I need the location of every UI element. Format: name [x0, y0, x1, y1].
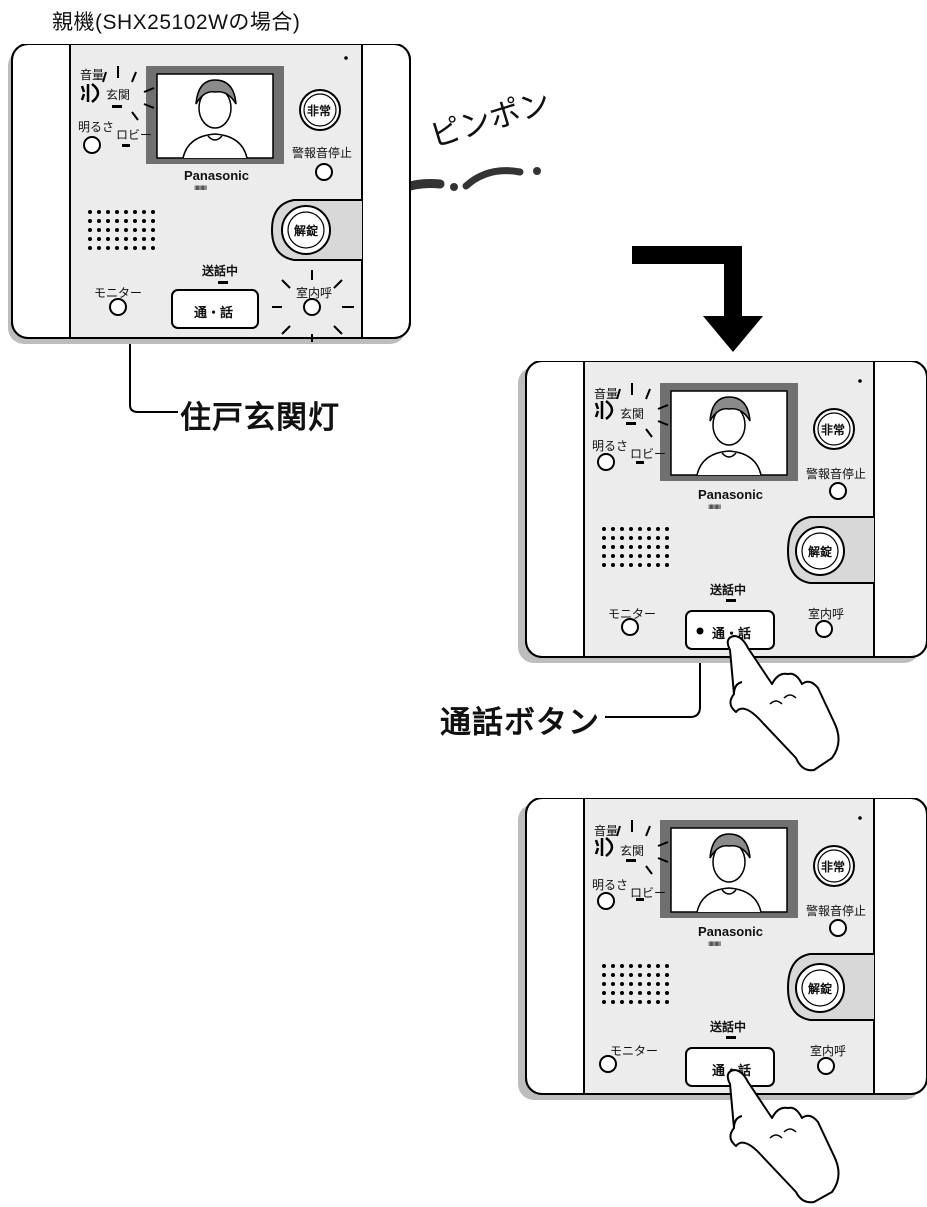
- brand-logo: Panasonic: [184, 168, 250, 183]
- entrance-label: 玄関: [620, 407, 645, 421]
- emergency-button: [299, 89, 341, 131]
- unlock-label: 解錠: [808, 982, 833, 996]
- room-call-burst: [272, 270, 354, 342]
- talk-button-label[interactable]: 通・話: [194, 305, 234, 320]
- sound-dot-2: [533, 167, 541, 175]
- pointing-hand-icon: [726, 1069, 840, 1204]
- speaker-volume-icon: [594, 400, 614, 420]
- speaker-grille: [88, 210, 155, 250]
- entrance-label: 玄関: [620, 844, 645, 858]
- talking-label: 送話中: [710, 1020, 747, 1034]
- dotted-indicator: ıııııııııı: [708, 502, 721, 511]
- volume-label: 音量: [80, 68, 105, 82]
- room-call-label: 室内呼: [808, 607, 845, 621]
- dotted-indicator: ıııııııııı: [708, 939, 721, 948]
- emergency-button: [813, 845, 855, 887]
- monitor-label: モニター: [608, 607, 657, 621]
- woman-face-icon: [182, 79, 248, 159]
- volume-label: 音量: [594, 387, 619, 401]
- volume-label: 音量: [594, 824, 619, 838]
- brightness-label: 明るさ: [592, 878, 629, 892]
- pointing-hand-icon: [726, 635, 840, 772]
- speaker-volume-icon: [80, 83, 100, 103]
- monitor-label: モニター: [94, 286, 143, 300]
- monitor-knob: [109, 298, 127, 316]
- brightness-label: 明るさ: [78, 120, 115, 134]
- intercom-panel-3: 音量 玄関 明るさ ロビー Panasonic ıııııııııı 非常 警報…: [518, 798, 927, 1102]
- lobby-label: ロビー: [630, 447, 667, 461]
- alarm-stop-knob: [315, 163, 333, 181]
- entrance-label: 玄関: [106, 88, 131, 102]
- room-call-label: 室内呼: [296, 286, 333, 300]
- room-call-knob: [815, 620, 833, 638]
- emergency-label: 非常: [821, 423, 846, 437]
- room-call-knob: [817, 1057, 835, 1075]
- brightness-label: 明るさ: [592, 439, 629, 453]
- talking-label: 送話中: [202, 264, 239, 278]
- unlock-label: 解錠: [294, 224, 319, 238]
- lobby-label: ロビー: [630, 886, 667, 900]
- room-call-label: 室内呼: [810, 1044, 847, 1058]
- speaker-grille: [602, 964, 669, 1004]
- lobby-label: ロビー: [116, 128, 153, 142]
- unlock-button: [795, 963, 845, 1013]
- talk-button-leader: [605, 641, 701, 718]
- woman-face-icon: [696, 396, 762, 476]
- unlock-label: 解錠: [808, 545, 833, 559]
- alarm-stop-label: 警報音停止: [806, 467, 867, 481]
- entrance-light-burst: [616, 383, 669, 438]
- unlock-button: [795, 526, 845, 576]
- emergency-label: 非常: [821, 860, 846, 874]
- emergency-button: [813, 408, 855, 450]
- monitor-label: モニター: [610, 1044, 659, 1058]
- room-call-knob: [303, 298, 321, 316]
- entrance-light-callout: 住戸玄関灯: [180, 400, 340, 435]
- emergency-label: 非常: [307, 104, 332, 118]
- brand-logo: Panasonic: [698, 924, 764, 939]
- talking-label: 送話中: [710, 583, 747, 597]
- intercom-panel-2: 音量 玄関 明るさ ロビー Panasonic ıııııııııı 非常 警報…: [518, 361, 927, 665]
- brand-logo: Panasonic: [698, 487, 764, 502]
- alarm-stop-knob: [829, 919, 847, 937]
- monitor-knob: [599, 1055, 617, 1073]
- entrance-light-leader: [129, 125, 178, 413]
- talk-button-callout: 通話ボタン: [440, 705, 600, 740]
- brightness-knob: [83, 136, 101, 154]
- entrance-light-burst: [616, 820, 669, 875]
- talk-button: [171, 289, 259, 329]
- entrance-light-burst: [102, 66, 155, 121]
- intercom-panel-1: 音量 玄関 明るさ ロビー Panasonic ıııııııııı 非常 警報…: [8, 44, 412, 346]
- brightness-knob: [597, 453, 615, 471]
- diagram-caption: 親機(SHX25102Wの場合): [52, 11, 301, 34]
- speaker-volume-icon: [594, 837, 614, 857]
- alarm-stop-knob: [829, 482, 847, 500]
- woman-face-icon: [696, 833, 762, 913]
- down-arrow-icon: [632, 246, 742, 318]
- sound-dot-1: [450, 183, 458, 191]
- dotted-indicator: ıııııııııı: [194, 183, 207, 192]
- monitor-knob: [621, 618, 639, 636]
- unlock-button: [281, 205, 331, 255]
- alarm-stop-label: 警報音停止: [806, 904, 867, 918]
- speaker-grille: [602, 527, 669, 567]
- sound-wave-2: [462, 167, 524, 190]
- down-arrow-head: [703, 316, 763, 352]
- talk-button-label[interactable]: 通・話: [712, 626, 752, 641]
- alarm-stop-label: 警報音停止: [292, 146, 353, 160]
- brightness-knob: [597, 892, 615, 910]
